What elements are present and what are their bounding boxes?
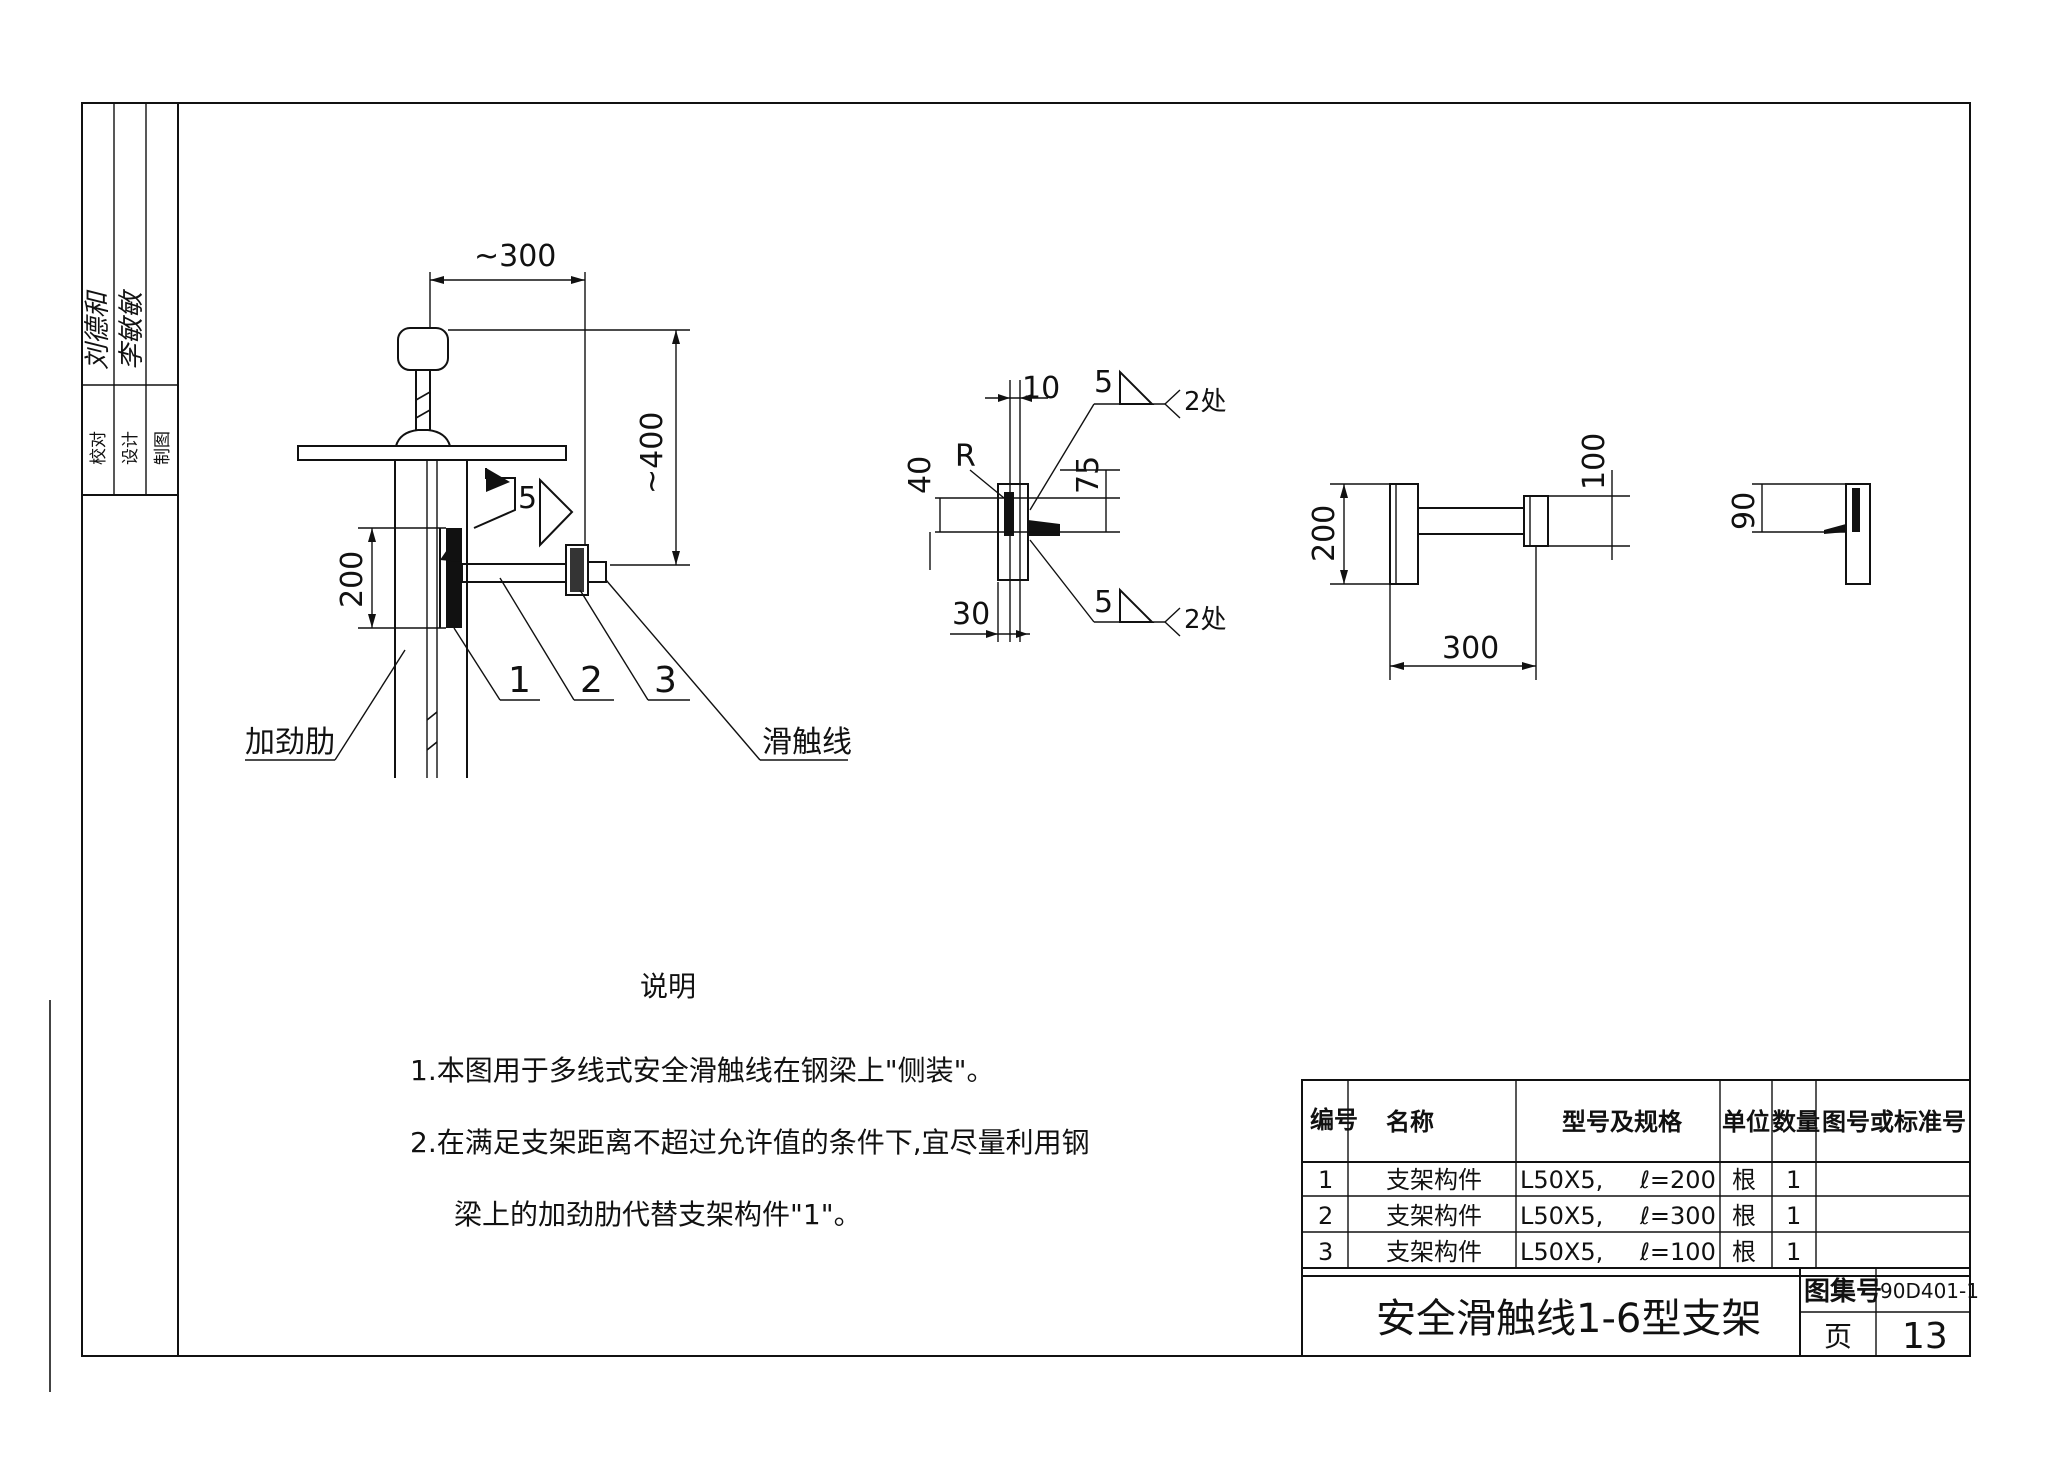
th-ref: 图号或标准号 — [1822, 1108, 1966, 1136]
detail-weld-top-count: 2处 — [1184, 387, 1227, 417]
row1-len: ℓ=200 — [1639, 1166, 1716, 1194]
signature-1: 刘德和 — [83, 289, 113, 370]
label-stiffener-rib: 加劲肋 — [245, 725, 335, 760]
row2-name: 支架构件 — [1386, 1202, 1482, 1230]
notes-heading: 说明 — [640, 970, 696, 1003]
plan-dim-300: 300 — [1442, 631, 1499, 666]
row1-no: 1 — [1318, 1166, 1333, 1194]
title-block: 安全滑触线1-6型支架 图集号 90D401-1 页 13 — [1301, 1267, 1979, 1357]
th-no: 编号 — [1310, 1106, 1358, 1134]
notes: 说明 1.本图用于多线式安全滑触线在钢梁上"侧装"。 2.在满足支架距离不超过允… — [410, 970, 1090, 1231]
side-weld-size: 5 — [518, 481, 537, 516]
page-label: 页 — [1824, 1320, 1852, 1353]
row3-unit: 根 — [1732, 1238, 1756, 1266]
th-unit: 单位 — [1722, 1108, 1770, 1136]
role-check: 校对 — [89, 431, 109, 465]
plan-dim-200: 200 — [1307, 505, 1342, 562]
row3-qty: 1 — [1786, 1238, 1801, 1266]
label-trolley-line: 滑触线 — [762, 725, 852, 760]
th-qty: 数量 — [1772, 1108, 1820, 1136]
th-name: 名称 — [1386, 1108, 1434, 1136]
detail-label-r: R — [955, 439, 976, 474]
end-dim-90: 90 — [1727, 492, 1762, 530]
notes-line-2: 2.在满足支架距离不超过允许值的条件下,宜尽量利用钢 — [410, 1126, 1090, 1159]
drawing-title: 安全滑触线1-6型支架 — [1376, 1296, 1761, 1342]
row1-unit: 根 — [1732, 1166, 1756, 1194]
plan-dim-100: 100 — [1577, 433, 1612, 490]
callout-2: 2 — [580, 660, 603, 701]
row1-name: 支架构件 — [1386, 1166, 1482, 1194]
row2-no: 2 — [1318, 1202, 1333, 1230]
dim-200-side: 200 — [335, 551, 370, 608]
signature-2: 李敏敏 — [117, 288, 147, 370]
side-view: 5 ~300 ~400 200 1 2 3 加劲肋 — [245, 239, 852, 778]
end-view: 90 — [1727, 483, 1871, 585]
row2-unit: 根 — [1732, 1202, 1756, 1230]
row2-len: ℓ=300 — [1639, 1202, 1716, 1230]
detail-view: 10 40 R 75 30 5 2处 5 2处 — [903, 365, 1227, 642]
detail-dim-30: 30 — [952, 597, 990, 632]
row2-spec: L50X5, — [1520, 1202, 1603, 1230]
row2-qty: 1 — [1786, 1202, 1801, 1230]
plan-view: 200 100 300 — [1307, 433, 1630, 680]
parts-table: 编号 名称 型号及规格 单位 数量 图号或标准号 1 支架构件 L50X5, ℓ… — [1301, 1079, 1971, 1277]
atlas-number: 90D401-1 — [1880, 1279, 1979, 1303]
role-draw: 制图 — [153, 431, 173, 465]
page-number: 13 — [1902, 1316, 1948, 1357]
detail-weld-bottom-size: 5 — [1094, 585, 1113, 620]
row1-qty: 1 — [1786, 1166, 1801, 1194]
callout-3: 3 — [654, 660, 677, 701]
notes-line-1: 1.本图用于多线式安全滑触线在钢梁上"侧装"。 — [410, 1054, 994, 1087]
atlas-label: 图集号 — [1804, 1276, 1882, 1307]
approval-block: 校对 设计 制图 刘德和 李敏敏 — [81, 102, 179, 496]
detail-weld-top-size: 5 — [1094, 365, 1113, 400]
dim-400-approx: ~400 — [635, 412, 670, 494]
callout-1: 1 — [508, 660, 531, 701]
row3-spec: L50X5, — [1520, 1238, 1603, 1266]
row3-no: 3 — [1318, 1238, 1333, 1266]
row3-name: 支架构件 — [1386, 1238, 1482, 1266]
dim-300-approx: ~300 — [474, 239, 556, 274]
role-design: 设计 — [121, 431, 141, 465]
outer-border — [81, 102, 1971, 1357]
th-spec: 型号及规格 — [1562, 1108, 1683, 1136]
detail-weld-bottom-count: 2处 — [1184, 605, 1227, 635]
detail-dim-75: 75 — [1071, 456, 1106, 494]
detail-dim-40: 40 — [903, 456, 938, 494]
detail-dim-10: 10 — [1022, 371, 1060, 406]
row1-spec: L50X5, — [1520, 1166, 1603, 1194]
row3-len: ℓ=100 — [1639, 1238, 1716, 1266]
notes-line-3: 梁上的加劲肋代替支架构件"1"。 — [454, 1198, 862, 1231]
